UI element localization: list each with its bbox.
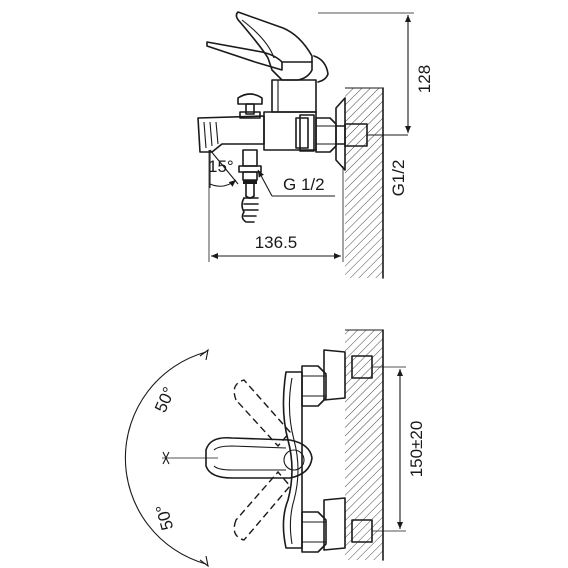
- height-label: 128: [415, 65, 434, 93]
- spout-side: [197, 115, 265, 153]
- spout-angle-dimension: 15°: [208, 149, 239, 188]
- lever-angle-up-label: 50°: [151, 384, 179, 415]
- inlet-thread-label: G1/2: [389, 160, 408, 197]
- mixer-body-side: [263, 79, 317, 152]
- outlet-thread-callout: G 1/2: [257, 169, 335, 197]
- eccentric-connector-side: [315, 97, 408, 171]
- shower-outlet-side: [238, 149, 262, 223]
- length-label: 136.5: [255, 233, 298, 252]
- inlet-spacing-label: 150±20: [407, 421, 426, 478]
- lever-position-down: [233, 470, 291, 541]
- height-dimension: 128: [318, 12, 434, 133]
- inlet-thread-callout: G1/2: [382, 138, 408, 214]
- front-view: 50° 50° 150±20: [124, 329, 426, 568]
- outlet-thread-label: G 1/2: [283, 175, 325, 194]
- mixer-body-front: [282, 371, 303, 549]
- wall-side: [345, 87, 384, 279]
- diverter-knob-side: [237, 93, 263, 119]
- lever-position-up: [233, 379, 291, 448]
- lever-angle-down-label: 50°: [152, 503, 177, 533]
- spout-angle-label: 15°: [208, 157, 234, 176]
- length-dimension: 136.5: [208, 150, 344, 262]
- lower-connector-front: [301, 497, 373, 553]
- lever-handle-side: [206, 11, 329, 83]
- lever-handle-front: [205, 436, 313, 479]
- inlet-spacing-dimension: 150±20: [372, 366, 426, 532]
- wall-front: [345, 329, 384, 561]
- side-view: 15° G 1/2 128 G1/2 136.5: [197, 11, 434, 279]
- lever-angle-dimension: 50° 50°: [124, 348, 218, 568]
